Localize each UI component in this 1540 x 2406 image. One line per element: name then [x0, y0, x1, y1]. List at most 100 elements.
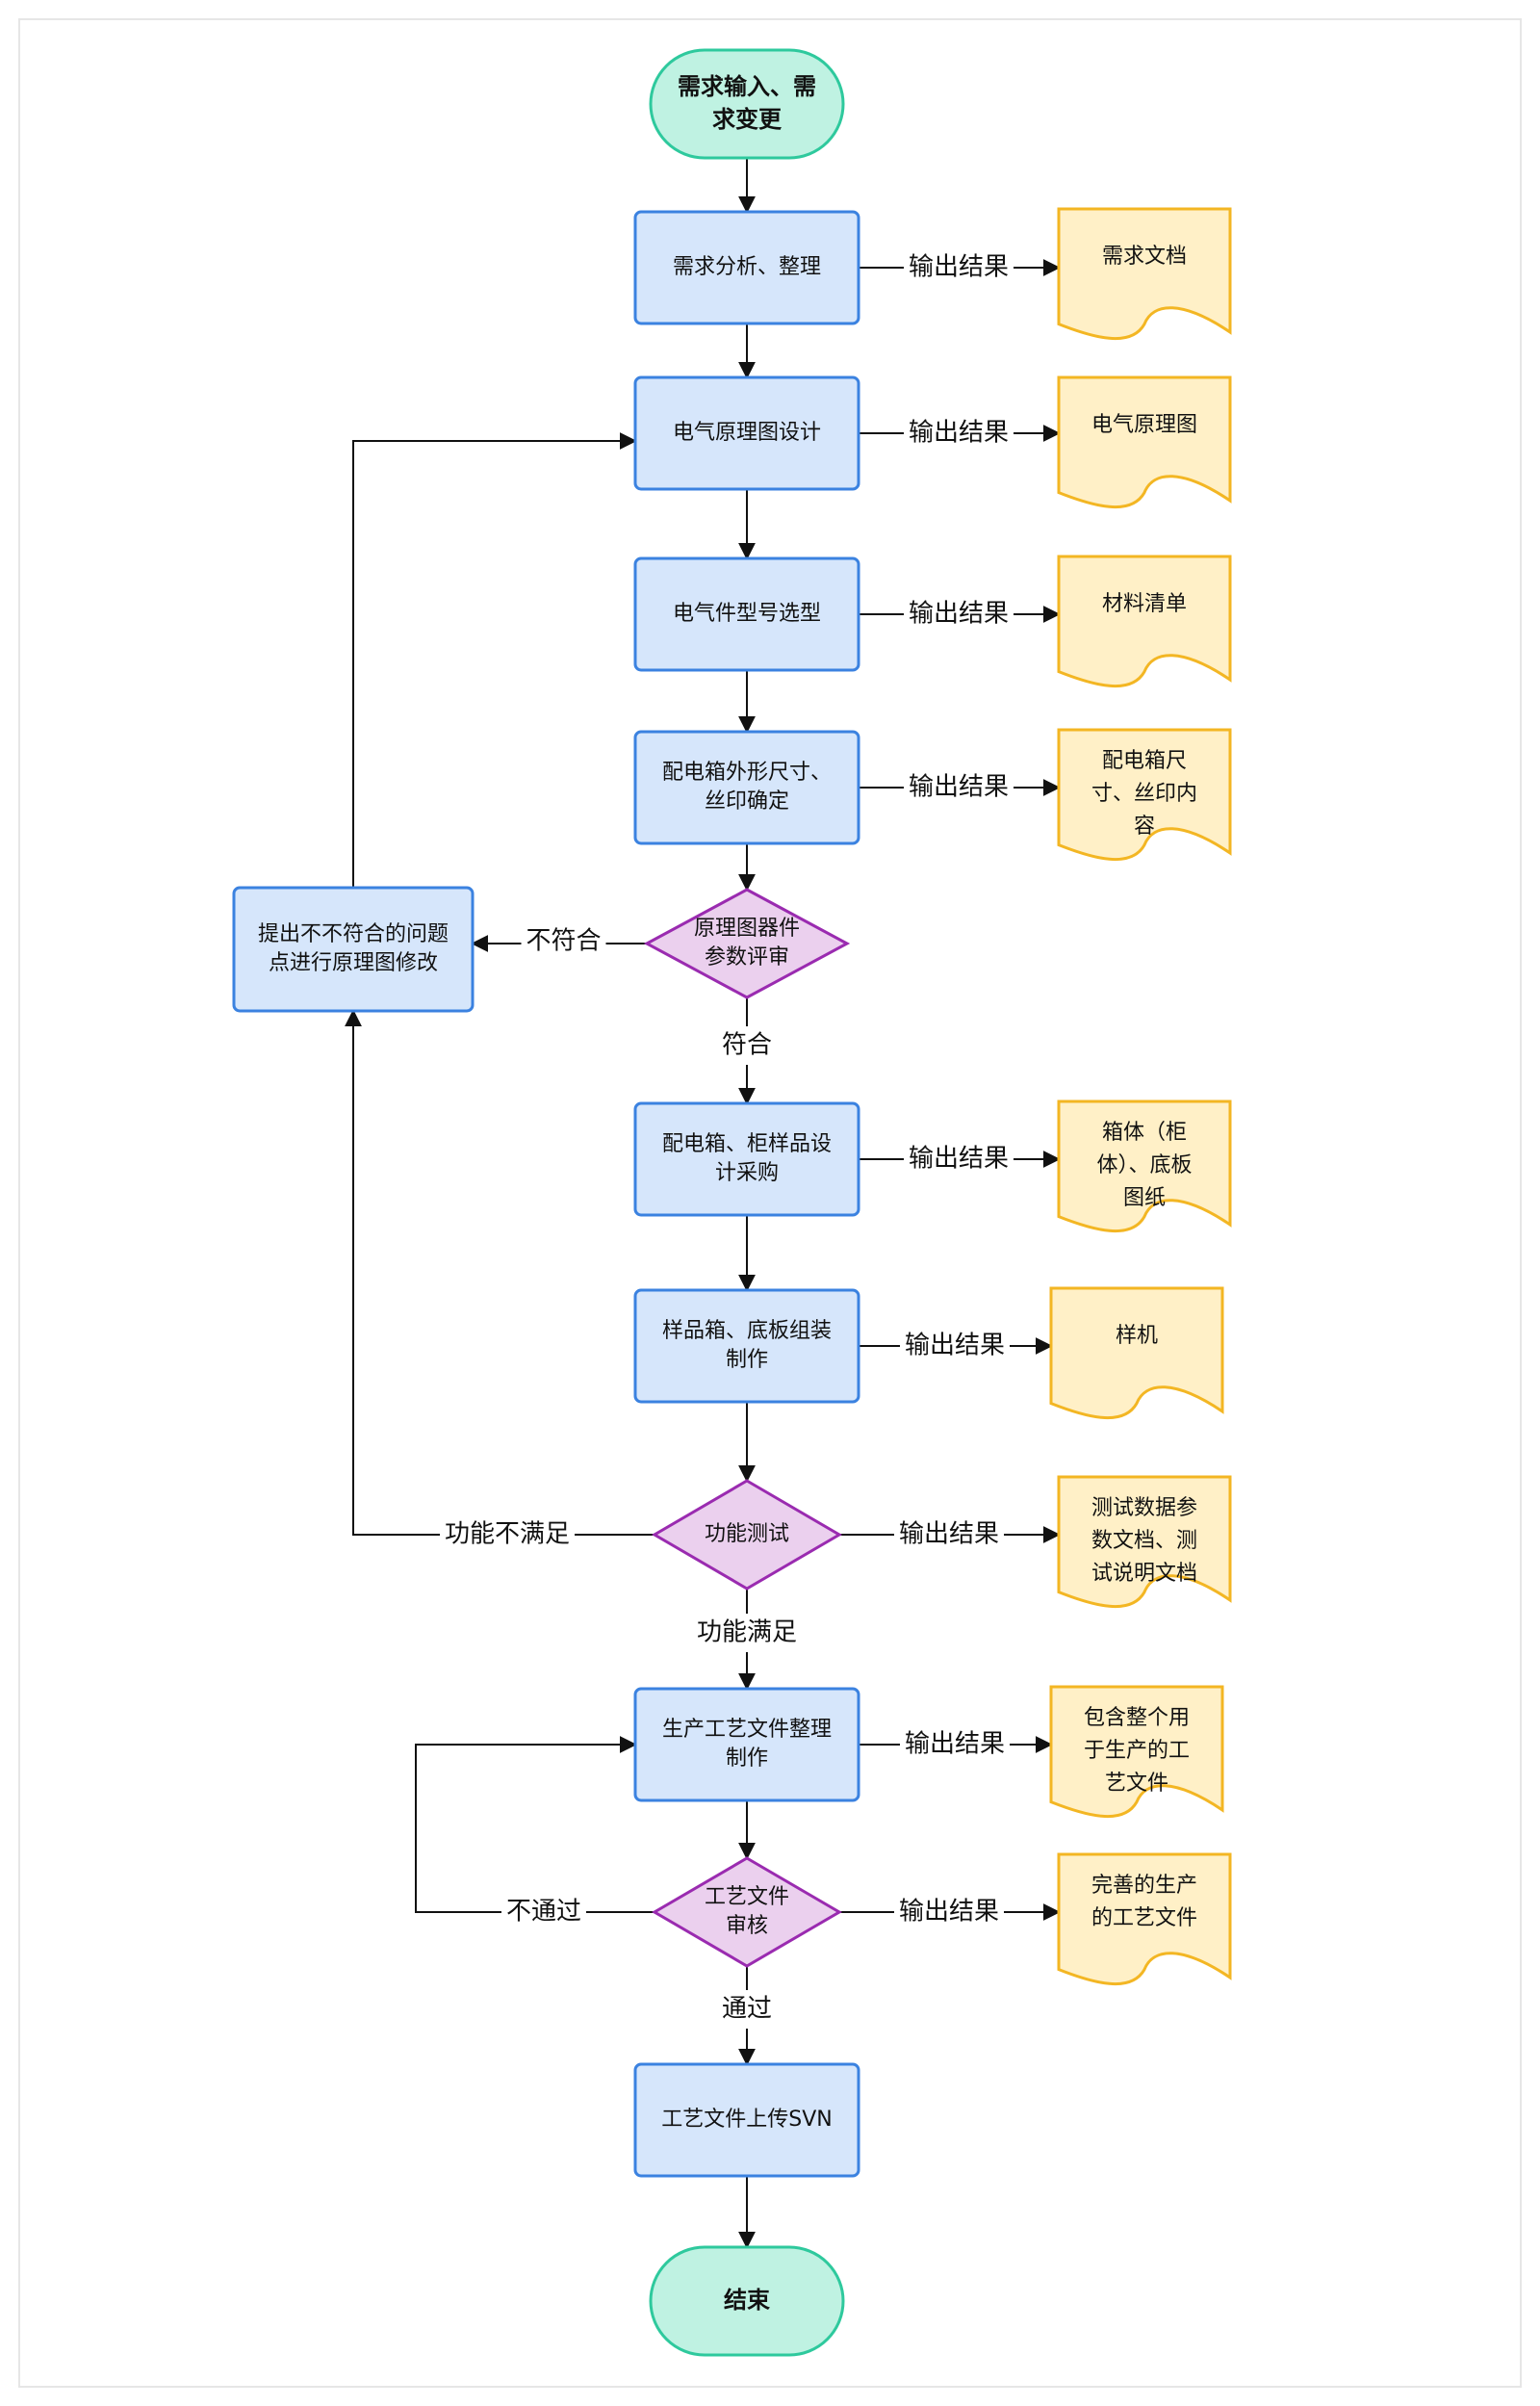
document-shape [1057, 375, 1232, 509]
document-shape [1057, 1475, 1232, 1609]
edge-label-func-pass: 功能满足 [692, 1614, 802, 1652]
node-n-assembly-label: 样品箱、底板组装制作 [662, 1319, 832, 1372]
documents-layer: 需求文档电气原理图材料清单配电箱尺寸、丝印内容箱体（柜体）、底板图纸样机测试数据… [1049, 207, 1232, 1986]
node-n-sample-design: 配电箱、柜样品设计采购 [633, 1101, 860, 1217]
node-d-test-label: 功能测试 [705, 1522, 789, 1546]
svg-text:功能不满足: 功能不满足 [445, 1520, 570, 1549]
nodes-layer: 需求输入、需求变更需求分析、整理电气原理图设计电气件型号选型配电箱外形尺寸、丝印… [232, 48, 860, 2357]
node-n-process-label: 生产工艺文件整理制作 [662, 1718, 832, 1771]
document-doc-process-label: 包含整个用于生产的工艺文件 [1084, 1706, 1190, 1796]
node-n-selection: 电气件型号选型 [633, 556, 860, 672]
svg-text:不通过: 不通过 [506, 1898, 581, 1927]
edge-label-output-d-audit: 输出结果 [894, 1893, 1004, 1931]
document-shape [1057, 1852, 1232, 1986]
document-shape [1049, 1286, 1224, 1420]
node-n-process: 生产工艺文件整理制作 [633, 1687, 860, 1802]
document-doc-schematic: 电气原理图 [1057, 375, 1232, 509]
edge-label-output-n-process: 输出结果 [900, 1725, 1010, 1764]
process-box [232, 886, 475, 1013]
svg-text:符合: 符合 [722, 1031, 772, 1060]
process-box [633, 1687, 860, 1802]
edge-labels-layer: 输出结果输出结果输出结果输出结果输出结果输出结果输出结果输出结果输出结果不符合符… [440, 248, 1014, 2029]
document-shape [1057, 1100, 1232, 1233]
document-doc-test: 测试数据参数文档、测试说明文档 [1057, 1475, 1232, 1609]
node-d-audit-label: 工艺文件审核 [705, 1885, 789, 1938]
svg-text:输出结果: 输出结果 [909, 419, 1009, 448]
process-box [633, 1101, 860, 1217]
process-box [633, 730, 860, 845]
decision-diamond [652, 1479, 842, 1591]
edge-label-conform: 符合 [717, 1026, 777, 1065]
edge-label-output-n-analysis: 输出结果 [904, 248, 1014, 287]
document-doc-req: 需求文档 [1057, 207, 1232, 341]
document-doc-final-label: 完善的生产的工艺文件 [1091, 1874, 1197, 1930]
node-n-fix-label: 提出不不符合的问题点进行原理图修改 [258, 922, 449, 975]
node-start: 需求输入、需求变更 [649, 48, 845, 160]
document-doc-schematic-label: 电气原理图 [1091, 413, 1197, 437]
node-d-audit: 工艺文件审核 [652, 1856, 842, 1968]
edge-label-not-conform: 不符合 [521, 922, 606, 961]
svg-text:通过: 通过 [722, 1995, 772, 2024]
terminal-box [649, 2245, 845, 2357]
edge-label-output-d-test: 输出结果 [894, 1515, 1004, 1554]
node-start-label: 需求输入、需求变更 [678, 73, 816, 133]
document-doc-cabinet: 箱体（柜体）、底板图纸 [1057, 1100, 1232, 1233]
svg-text:输出结果: 输出结果 [909, 253, 1009, 282]
edge-label-output-n-box: 输出结果 [904, 768, 1014, 807]
svg-text:输出结果: 输出结果 [909, 773, 1009, 802]
document-shape [1049, 1685, 1224, 1819]
svg-text:输出结果: 输出结果 [905, 1730, 1005, 1759]
document-doc-bom: 材料清单 [1057, 555, 1232, 688]
node-d-review-label: 原理图器件参数评审 [694, 917, 800, 970]
node-end-label: 结束 [724, 2287, 771, 2314]
terminal-box [649, 48, 845, 160]
svg-text:输出结果: 输出结果 [899, 1520, 999, 1549]
document-doc-test-label: 测试数据参数文档、测试说明文档 [1091, 1496, 1197, 1586]
svg-text:功能满足: 功能满足 [697, 1618, 797, 1647]
node-n-box: 配电箱外形尺寸、丝印确定 [633, 730, 860, 845]
node-d-review: 原理图器件参数评审 [643, 888, 851, 999]
edge-label-func-fail: 功能不满足 [440, 1515, 575, 1554]
node-n-assembly: 样品箱、底板组装制作 [633, 1288, 860, 1404]
node-n-sample-design-label: 配电箱、柜样品设计采购 [662, 1132, 832, 1185]
document-doc-bom-label: 材料清单 [1102, 592, 1187, 616]
document-shape [1057, 207, 1232, 341]
node-end: 结束 [649, 2245, 845, 2357]
document-doc-sample-label: 样机 [1116, 1324, 1158, 1348]
edge-label-pass: 通过 [717, 1990, 777, 2029]
node-n-svn: 工艺文件上传SVN [633, 2062, 860, 2178]
document-doc-box-label: 配电箱尺寸、丝印内容 [1091, 749, 1197, 839]
node-n-analysis: 需求分析、整理 [633, 210, 860, 325]
svg-text:输出结果: 输出结果 [899, 1898, 999, 1927]
edge-label-output-n-sample-design: 输出结果 [904, 1140, 1014, 1178]
svg-text:输出结果: 输出结果 [909, 1145, 1009, 1174]
document-doc-sample: 样机 [1049, 1286, 1224, 1420]
document-doc-cabinet-label: 箱体（柜体）、底板图纸 [1096, 1121, 1192, 1210]
node-n-selection-label: 电气件型号选型 [673, 602, 821, 626]
process-box [633, 210, 860, 325]
svg-text:不符合: 不符合 [526, 927, 601, 956]
edge-label-output-n-selection: 输出结果 [904, 595, 1014, 634]
document-doc-req-label: 需求文档 [1102, 245, 1187, 269]
node-n-schematic: 电气原理图设计 [633, 375, 860, 491]
document-shape [1057, 555, 1232, 688]
edge-label-output-n-assembly: 输出结果 [900, 1327, 1010, 1365]
edge-label-fail: 不通过 [501, 1893, 586, 1931]
node-n-analysis-label: 需求分析、整理 [673, 255, 821, 279]
edge-fix-to-schematic [352, 432, 637, 888]
document-shape [1057, 728, 1232, 862]
process-box [633, 2062, 860, 2178]
node-n-fix: 提出不不符合的问题点进行原理图修改 [232, 886, 475, 1013]
node-d-test: 功能测试 [652, 1479, 842, 1591]
node-n-schematic-label: 电气原理图设计 [673, 421, 821, 445]
document-doc-box: 配电箱尺寸、丝印内容 [1057, 728, 1232, 862]
svg-text:输出结果: 输出结果 [905, 1332, 1005, 1360]
node-n-box-label: 配电箱外形尺寸、丝印确定 [662, 761, 832, 814]
document-doc-process: 包含整个用于生产的工艺文件 [1049, 1685, 1224, 1819]
process-box [633, 556, 860, 672]
decision-diamond [643, 888, 851, 999]
process-box [633, 375, 860, 491]
document-doc-final: 完善的生产的工艺文件 [1057, 1852, 1232, 1986]
decision-diamond [652, 1856, 842, 1968]
